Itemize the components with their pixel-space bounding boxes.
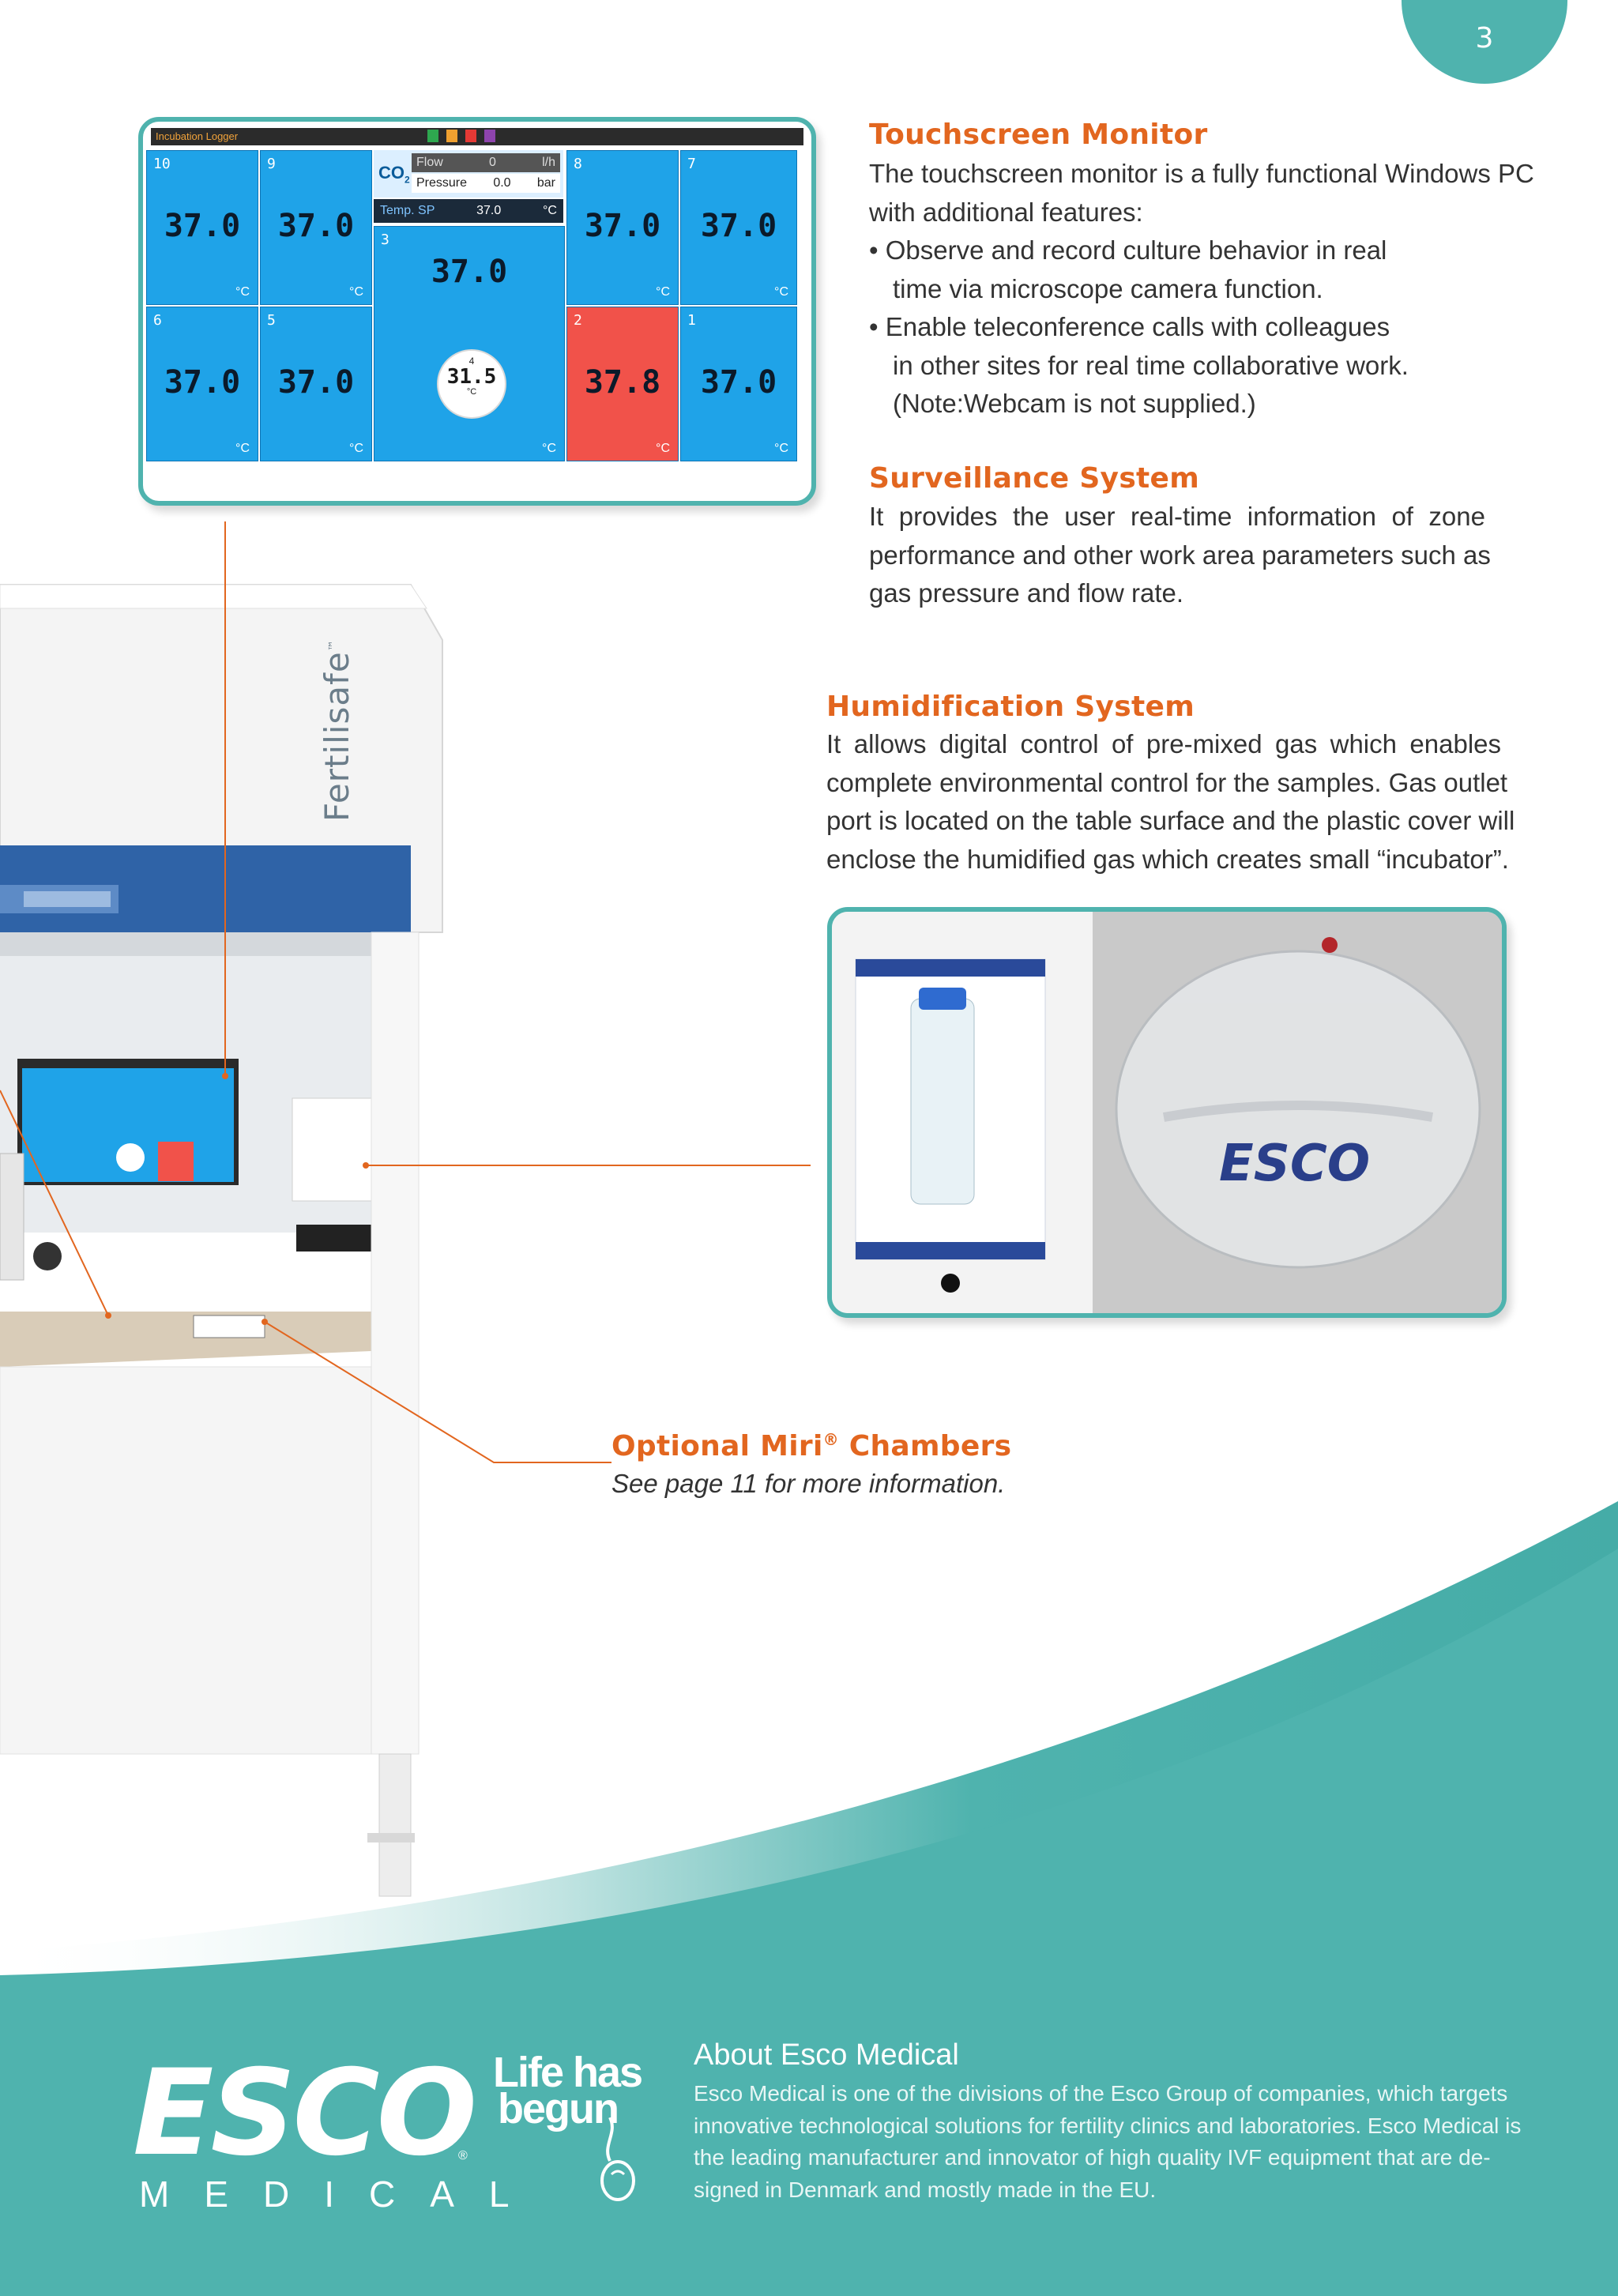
log-icon[interactable] [484,130,495,142]
miri-note: See page 11 for more information. [611,1469,1006,1498]
humidification-photo: ESCO [827,907,1507,1318]
home-icon[interactable] [427,130,438,142]
about-title: About Esco Medical [694,2038,959,2072]
about-text: Esco Medical is one of the divisions of … [694,2081,1522,2202]
alarm-icon[interactable] [465,130,476,142]
surveillance-text: It provides the user real-time informati… [869,502,1491,608]
humidification-heading: Humidification System [826,691,1195,723]
esco-medical-wordmark: MEDICAL [139,2174,544,2215]
miri-heading: Optional Miri® Chambers [611,1430,1012,1462]
touchscreen-heading: Touchscreen Monitor [869,119,1208,151]
monitor-title-bar: Incubation Logger [151,128,803,145]
photo-esco-logo: ESCO [1219,1135,1370,1193]
esco-logo: ESCO [133,2045,477,2182]
zone-tile-3[interactable]: 3 37.0 °C [374,226,565,461]
co2-label: CO2 [378,163,410,186]
monitor-title: Incubation Logger [156,130,239,142]
touchscreen-text: The touchscreen monitor is a fully funct… [869,159,1534,418]
surveillance-heading: Surveillance System [869,462,1200,495]
tagline-sperm-icon [600,2117,635,2201]
humidifier-and-cover-image: ESCO [832,912,1502,1313]
esco-registered-mark: ® [458,2149,468,2162]
zone-4-gauge[interactable]: 4 31.5 °C [437,349,506,419]
page-number: 3 [1475,22,1494,55]
tagline: Life has begun [493,2049,643,2132]
humidification-text: It allows digital control of pre-mixed g… [826,729,1515,874]
biosafety-cabinet-illustration [0,584,443,1897]
warning-icon[interactable] [446,130,457,142]
